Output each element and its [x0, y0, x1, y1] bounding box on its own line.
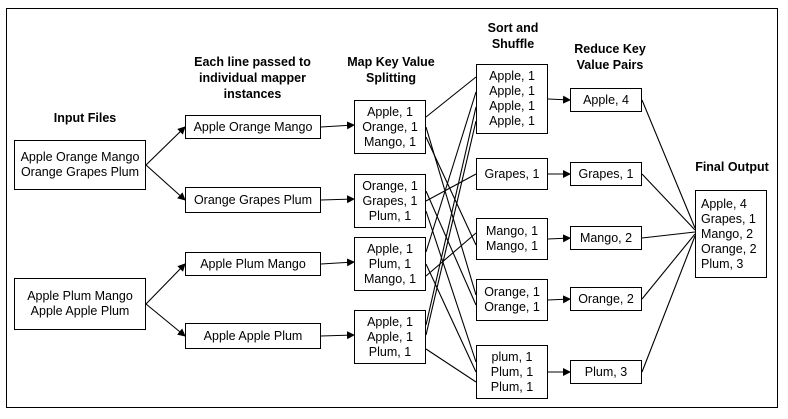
edge-input1-line1	[145, 126, 186, 166]
reduce-plum: Plum, 3	[570, 360, 642, 384]
map-output-1: Apple, 1 Orange, 1 Mango, 1	[354, 100, 426, 154]
input-file-2: Apple Plum Mango Apple Apple Plum	[14, 278, 146, 330]
edge-reduce-final-4	[641, 233, 696, 300]
map-2-pair-1: Orange, 1	[362, 178, 418, 193]
input-file-1-line-2: Orange Grapes Plum	[20, 165, 140, 179]
input-file-1: Apple Orange Mango Orange Grapes Plum	[14, 140, 146, 190]
header-input-files: Input Files	[53, 111, 117, 125]
reduce-apple: Apple, 4	[570, 88, 642, 112]
edge-shuffle-reduce-1	[547, 95, 571, 104]
edge-input2-line4	[145, 303, 186, 337]
map-output-4: Apple, 1 Apple, 1 Plum, 1	[354, 310, 426, 364]
reduce-orange: Orange, 2	[570, 287, 642, 311]
edge-input1-line2	[145, 164, 186, 201]
shuffle-apple-1: Apple, 1	[489, 69, 535, 83]
edge-map-shuffle-12	[425, 348, 477, 383]
shuffle-plum-2: Plum, 1	[490, 364, 534, 379]
shuffle-apple-4: Apple, 1	[489, 114, 535, 128]
edge-map-shuffle-8	[425, 263, 477, 373]
header-reduce-line-1: Reduce Key	[574, 42, 646, 56]
shuffle-group-grapes: Grapes, 1	[476, 158, 548, 190]
map-output-2: Orange, 1 Grapes, 1 Plum, 1	[354, 174, 426, 228]
input-file-2-line-2: Apple Apple Plum	[30, 304, 130, 318]
shuffle-apple-2: Apple, 1	[489, 84, 535, 98]
input-file-1-line-1: Apple Orange Mango	[20, 150, 140, 164]
edge-map-shuffle-7	[425, 91, 477, 253]
final-plum: Plum, 3	[701, 256, 744, 271]
edge-map-shuffle-6	[425, 210, 477, 363]
shuffle-orange-1: Orange, 1	[484, 285, 540, 299]
diagram-frame	[6, 8, 778, 408]
input-file-2-line-1: Apple Plum Mango	[27, 289, 133, 303]
reduce-mango: Mango, 2	[570, 226, 642, 250]
edge-shuffle-reduce-3	[547, 234, 571, 243]
edge-reduce-final-3	[641, 231, 696, 239]
edge-reduce-final-2	[641, 173, 696, 231]
header-mapper-line-2: individual mapper	[199, 71, 306, 85]
map-1-pair-3: Mango, 1	[363, 134, 417, 149]
map-4-pair-2: Apple, 1	[367, 329, 413, 344]
edge-line1-map	[320, 121, 355, 130]
mapper-line-3: Apple Plum Mango	[185, 252, 321, 276]
edge-map-shuffle-1	[425, 76, 477, 118]
shuffle-group-apple: Apple, 1 Apple, 1 Apple, 1 Apple, 1	[476, 64, 548, 134]
shuffle-group-mango: Mango, 1 Mango, 1	[476, 218, 548, 260]
mapper-line-1: Apple Orange Mango	[185, 115, 321, 139]
edge-map-shuffle-10	[425, 106, 477, 326]
map-output-3: Apple, 1 Plum, 1 Mango, 1	[354, 237, 426, 291]
header-map-line-2: Splitting	[366, 71, 416, 85]
shuffle-plum-3: Plum, 1	[490, 379, 534, 394]
edge-map-shuffle-9	[425, 232, 477, 277]
map-3-pair-3: Mango, 1	[363, 271, 417, 286]
shuffle-apple-3: Apple, 1	[489, 99, 535, 113]
header-sort-line-2: Shuffle	[491, 37, 535, 51]
map-2-pair-3: Plum, 1	[368, 208, 412, 223]
shuffle-mango-2: Mango, 1	[485, 239, 539, 253]
map-3-pair-2: Plum, 1	[368, 256, 412, 271]
shuffle-mango-1: Mango, 1	[485, 224, 539, 238]
header-final-output: Final Output	[695, 160, 769, 174]
edge-input2-line3	[145, 263, 186, 305]
header-mapper-line-1: Each line passed to	[194, 55, 311, 69]
map-2-pair-2: Grapes, 1	[362, 193, 418, 208]
map-1-pair-2: Orange, 1	[362, 119, 418, 134]
edge-map-shuffle-3	[425, 136, 477, 246]
final-output-box: Apple, 4 Grapes, 1 Mango, 2 Orange, 2 Pl…	[695, 190, 767, 278]
header-mapper-instances: Each line passed to individual mapper in…	[180, 54, 325, 102]
edge-reduce-final-1	[641, 99, 696, 229]
map-1-pair-1: Apple, 1	[367, 104, 413, 119]
header-reduce-line-2: Value Pairs	[576, 58, 644, 72]
mapper-line-2: Orange Grapes Plum	[185, 187, 321, 213]
header-mapper-line-3: instances	[223, 87, 282, 101]
final-apple: Apple, 4	[701, 196, 747, 211]
header-reduce: Reduce Key Value Pairs	[560, 41, 660, 73]
map-4-pair-1: Apple, 1	[367, 314, 413, 329]
header-sort-shuffle: Sort and Shuffle	[468, 20, 558, 52]
edge-line2-map	[320, 195, 355, 204]
shuffle-plum-1: plum, 1	[491, 349, 533, 364]
reduce-grapes: Grapes, 1	[570, 162, 642, 186]
edge-line3-map	[320, 258, 355, 267]
final-grapes: Grapes, 1	[701, 211, 756, 226]
final-mango: Mango, 2	[701, 226, 754, 241]
shuffle-group-orange: Orange, 1 Orange, 1	[476, 279, 548, 321]
mapper-line-4: Apple Apple Plum	[185, 323, 321, 349]
edge-shuffle-reduce-4	[547, 295, 571, 304]
shuffle-group-plum: plum, 1 Plum, 1 Plum, 1	[476, 345, 548, 399]
header-map-line-1: Map Key Value	[347, 55, 435, 69]
edge-map-shuffle-11	[425, 120, 477, 336]
map-3-pair-1: Apple, 1	[367, 241, 413, 256]
edge-map-shuffle-5	[425, 173, 477, 202]
header-map-splitting: Map Key Value Splitting	[336, 54, 446, 86]
map-4-pair-3: Plum, 1	[368, 344, 412, 359]
edge-line4-map	[320, 331, 355, 340]
edge-map-shuffle-4	[425, 190, 477, 306]
final-orange: Orange, 2	[701, 241, 757, 256]
shuffle-orange-2: Orange, 1	[484, 300, 540, 314]
header-sort-line-1: Sort and	[487, 21, 539, 35]
edge-reduce-final-5	[641, 235, 696, 373]
